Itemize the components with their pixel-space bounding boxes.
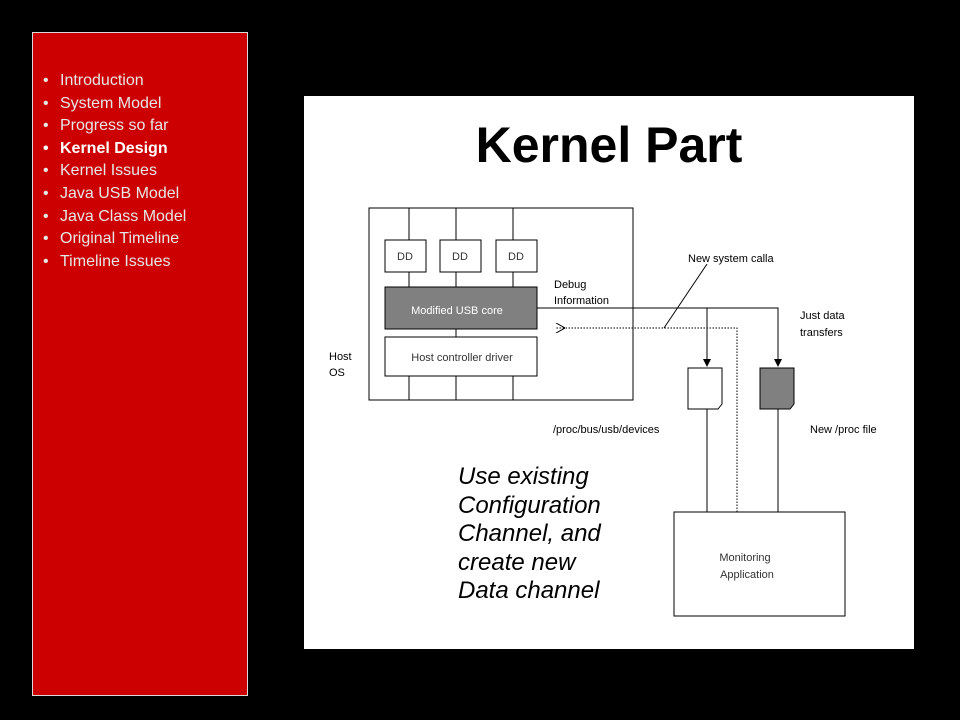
outline-item-timeline-issues[interactable]: • Timeline Issues xyxy=(43,251,186,274)
outline-label: Introduction xyxy=(60,72,144,89)
monitoring-app-label: Application xyxy=(720,569,774,581)
bullet: • xyxy=(43,117,49,135)
sidebar-panel: • Introduction • System Model • Progress so… xyxy=(32,32,248,696)
outline-item-system-model[interactable]: • System Model xyxy=(43,93,186,116)
just-data-label: Just data xyxy=(800,310,846,322)
device-driver-box xyxy=(384,239,427,273)
debug-return-arrow xyxy=(556,328,738,512)
outline-item-introduction[interactable]: • Introduction xyxy=(43,70,186,93)
device-driver-box xyxy=(495,239,538,273)
outline-label: Java USB Model xyxy=(60,184,180,202)
note-line: create new xyxy=(458,548,576,576)
bullet: • xyxy=(43,162,49,180)
usb-core-label: Modified USB core xyxy=(411,305,503,317)
bullet: • xyxy=(43,230,49,248)
outline-item-kernel-issues[interactable]: • Kernel Issues xyxy=(43,160,186,183)
outline-item-progress[interactable]: • Progress so far xyxy=(43,115,186,138)
syscall-pointer-line xyxy=(663,263,708,329)
bullet: • xyxy=(43,252,49,270)
host-os-label: OS xyxy=(329,367,345,379)
device-driver-box xyxy=(439,239,482,273)
bullet: • xyxy=(43,207,49,225)
note-line: Channel, and xyxy=(458,520,601,547)
hcd-box xyxy=(384,336,538,377)
outline-item-original-timeline[interactable]: • Original Timeline xyxy=(43,228,186,251)
outline-item-java-usb-model[interactable]: • Java USB Model xyxy=(43,183,186,206)
new-syscall-label: New system calla xyxy=(688,253,774,265)
dd-label: DD xyxy=(397,251,413,263)
note-line: Data channel xyxy=(458,577,600,604)
outline-label: Timeline Issues xyxy=(60,252,171,270)
note-line: Configuration xyxy=(458,491,601,519)
usb-core-box xyxy=(384,286,538,330)
outline-item-java-class-model[interactable]: • Java Class Model xyxy=(43,206,186,229)
dd-label: DD xyxy=(508,251,524,263)
just-data-label: transfers xyxy=(800,327,843,339)
outline-item-kernel-design[interactable]: • Kernel Design xyxy=(43,138,186,161)
new-proc-file-icon xyxy=(759,367,795,410)
dd-label: DD xyxy=(452,251,468,263)
outline-label: Progress so far xyxy=(60,117,169,135)
kernel-diagram: DD DD DD Modified USB core Host controll… xyxy=(329,207,877,617)
outline-label: Kernel Design xyxy=(60,139,168,157)
proc-devices-label: /proc/bus/usb/devices xyxy=(553,424,660,436)
proc-devices-file-icon xyxy=(687,367,723,410)
outline-label: System Model xyxy=(60,94,162,112)
monitoring-app-box xyxy=(673,511,846,617)
hcd-label: Host controller driver xyxy=(411,352,513,364)
outline-label: Java Class Model xyxy=(60,207,187,225)
monitoring-app-label: Monitoring xyxy=(719,552,770,564)
outline-label: Original Timeline xyxy=(60,230,180,248)
debug-info-label: Debug xyxy=(554,279,586,291)
bullet: • xyxy=(43,184,49,202)
new-proc-label: New /proc file xyxy=(810,424,877,436)
debug-info-label: Information xyxy=(554,295,609,307)
note-line: Use existing xyxy=(458,463,589,490)
slide-canvas: Kernel Part DD DD DD xyxy=(304,96,914,649)
bullet: • xyxy=(43,139,49,157)
host-os-label: Host xyxy=(329,351,352,363)
bullet: • xyxy=(43,72,49,89)
bullet: • xyxy=(43,94,49,112)
slide-outline: • Introduction • System Model • Progress so… xyxy=(43,70,186,273)
note-text: Use existing Configuration Channel, and … xyxy=(458,463,601,606)
data-path-arrow xyxy=(537,307,782,367)
slide-title: Kernel Part xyxy=(475,117,743,173)
outline-label: Kernel Issues xyxy=(60,162,157,180)
